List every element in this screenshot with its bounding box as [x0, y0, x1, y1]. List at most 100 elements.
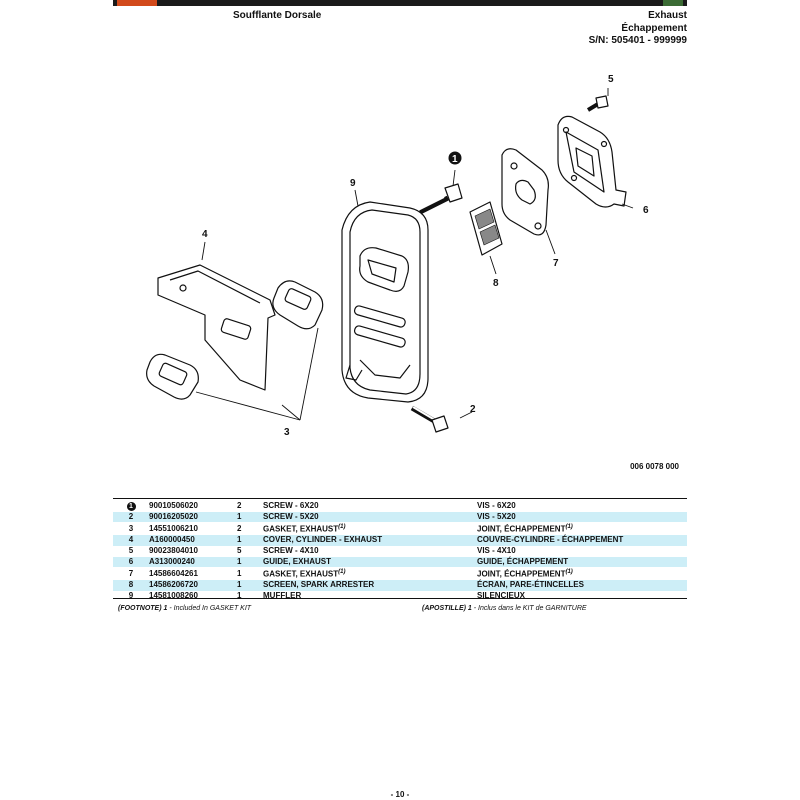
- muffler-part: [341, 201, 429, 403]
- screw-6x20-part: [417, 183, 463, 215]
- footnote-en-text: - Included In GASKET KIT: [167, 605, 252, 612]
- quantity-cell: 1: [237, 535, 263, 547]
- ref-cell: 7: [128, 568, 134, 578]
- exhaust-guide-part: [557, 115, 627, 208]
- callout-3: 3: [284, 427, 290, 438]
- ref-cell: 6: [113, 556, 149, 568]
- description-fr-cell: GUIDE, ÉCHAPPEMENT: [477, 556, 687, 568]
- brand-badge: [663, 0, 683, 6]
- part-number-cell: 90023804010: [149, 546, 198, 556]
- screw-4x10-part: [586, 95, 609, 112]
- footnote-marker: (1): [338, 569, 346, 576]
- part-number-cell: 14586206720: [149, 580, 237, 592]
- quantity-cell: 1: [237, 580, 263, 592]
- quantity-cell: 2: [237, 523, 242, 533]
- description-en: SCREW - 4X10: [263, 546, 319, 556]
- description-en: COVER, CYLINDER - EXHAUST: [263, 535, 383, 545]
- description-fr: ÉCRAN, PARE-ÉTINCELLES: [477, 580, 584, 590]
- description-en: SCREW - 6X20: [263, 501, 319, 510]
- exhaust-gasket-lower-part: [146, 353, 199, 400]
- exhaust-gasket-7-part: [501, 148, 549, 236]
- description-fr-cell: JOINT, ÉCHAPPEMENT(1): [477, 567, 687, 580]
- description-fr-cell: VIS - 5X20: [477, 511, 687, 523]
- ref-cell: 9: [128, 591, 134, 601]
- description-en: MUFFLER: [263, 591, 302, 601]
- top-banner: [113, 0, 687, 6]
- footnote-en-num: 1: [163, 605, 168, 612]
- callout-7: 7: [553, 258, 559, 269]
- description-fr-cell: VIS - 4X10: [477, 546, 687, 557]
- description-en-cell: MUFFLER: [263, 591, 477, 602]
- ref-cell: 1: [113, 501, 149, 512]
- quantity-cell: 1: [237, 568, 242, 578]
- footnote-fr-label: (APOSTILLE): [422, 605, 466, 612]
- description-en-cell: SCREW - 5X20: [263, 511, 477, 523]
- description-fr: VIS - 6X20: [477, 501, 516, 510]
- part-number-cell: 90016205020: [149, 511, 237, 523]
- footnote-fr: (APOSTILLE) 1 - Inclus dans le KIT de GA…: [422, 605, 587, 612]
- table-bottom-rule: [113, 598, 687, 599]
- description-en: GUIDE, EXHAUST: [263, 556, 332, 566]
- description-en-cell: SCREEN, SPARK ARRESTER: [263, 580, 477, 592]
- footnote-marker: (1): [338, 524, 346, 531]
- section-header: Exhaust Échappement S/N: 505401 - 999999: [589, 10, 687, 48]
- description-fr: VIS - 5X20: [477, 511, 516, 521]
- callout-4: 4: [202, 229, 208, 240]
- exploded-parts-diagram: 1 2 3 4 5 6 7 8 9: [146, 74, 649, 438]
- quantity-cell: 5: [237, 546, 242, 556]
- description-fr-cell: VIS - 6X20: [477, 501, 687, 512]
- description-en-cell: GASKET, EXHAUST(1): [263, 522, 477, 535]
- screw-5x20-part: [410, 405, 449, 433]
- part-number-cell: A160000450: [149, 535, 237, 547]
- callout-9: 9: [350, 178, 356, 189]
- table-row: 9 14581008260 1 MUFFLER SILENCIEUX: [113, 591, 687, 602]
- description-en-cell: GUIDE, EXHAUST: [263, 556, 477, 568]
- cylinder-cover-part: [157, 264, 276, 391]
- description-en: SCREEN, SPARK ARRESTER: [263, 580, 375, 590]
- part-number-cell: 14586604261: [149, 568, 198, 578]
- description-en-cell: SCREW - 4X10: [263, 546, 477, 557]
- table-top-rule: [113, 498, 687, 499]
- part-number-cell: A313000240: [149, 556, 237, 568]
- part-number-cell: 14581008260: [149, 591, 198, 601]
- product-title: Soufflante Dorsale: [233, 10, 322, 21]
- part-number-cell: 14551006210: [149, 523, 198, 533]
- exhaust-gasket-upper-part: [272, 280, 324, 330]
- footnote-marker: (1): [565, 569, 573, 576]
- quantity-cell: 2: [237, 501, 242, 510]
- description-en: GASKET, EXHAUST: [263, 569, 339, 579]
- description-fr: VIS - 4X10: [477, 546, 516, 556]
- callout-1: 1: [452, 154, 458, 165]
- callout-5: 5: [608, 74, 614, 85]
- description-fr: JOINT, ÉCHAPPEMENT: [477, 524, 566, 534]
- footnote-marker: (1): [565, 524, 573, 531]
- brand-logo: [117, 0, 157, 6]
- callout-6: 6: [643, 205, 649, 216]
- section-title-fr: Échappement: [621, 22, 687, 34]
- description-fr-cell: JOINT, ÉCHAPPEMENT(1): [477, 522, 687, 535]
- callout-1-marker: [448, 151, 462, 165]
- section-title-en: Exhaust: [648, 10, 687, 21]
- quantity-cell: 1: [237, 591, 242, 601]
- description-en-cell: GASKET, EXHAUST(1): [263, 567, 477, 580]
- description-fr: COUVRE-CYLINDRE - ÉCHAPPEMENT: [477, 535, 624, 545]
- description-en-cell: COVER, CYLINDER - EXHAUST: [263, 535, 477, 547]
- description-en: GASKET, EXHAUST: [263, 524, 339, 534]
- description-en-cell: SCREW - 6X20: [263, 501, 477, 512]
- description-en: SCREW - 5X20: [263, 511, 319, 521]
- description-fr: JOINT, ÉCHAPPEMENT: [477, 569, 566, 579]
- description-fr: GUIDE, ÉCHAPPEMENT: [477, 556, 569, 566]
- ref-cell: 4: [113, 535, 149, 547]
- description-fr-cell: COUVRE-CYLINDRE - ÉCHAPPEMENT: [477, 535, 687, 547]
- ref-cell: 2: [113, 511, 149, 523]
- quantity-cell: 1: [237, 556, 263, 568]
- description-fr-cell: SILENCIEUX: [477, 591, 687, 602]
